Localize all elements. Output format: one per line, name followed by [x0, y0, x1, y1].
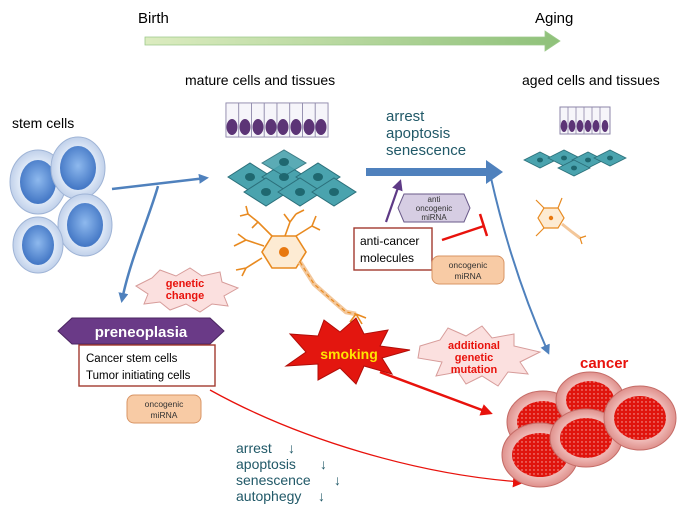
anti-oncogenic-arrow [384, 179, 403, 223]
squamous-tissue [227, 149, 357, 207]
top-process-senescence: senescence [386, 142, 466, 159]
aged-to-cancer-arrow [490, 177, 550, 355]
smoking-burst: smoking [284, 317, 411, 385]
bottom-process-apoptosis: apoptosis [236, 456, 296, 472]
timeline-end-label: Aging [535, 10, 573, 27]
arrow-down-icon: ↓ [334, 472, 341, 488]
svg-text:oncogenic: oncogenic [416, 204, 452, 213]
svg-text:miRNA: miRNA [421, 213, 447, 222]
top-process-list: arrest apoptosis senescence [386, 108, 466, 159]
svg-text:miRNA: miRNA [455, 271, 482, 281]
preneoplasia-label: preneoplasia [57, 317, 225, 345]
cancer-stem-cells-box: Cancer stem cells Tumor initiating cells [78, 344, 216, 387]
genetic-change-burst: genetic change [135, 267, 240, 313]
arrow-down-icon: ↓ [288, 440, 295, 456]
svg-text:Tumor initiating cells: Tumor initiating cells [86, 370, 191, 382]
timeline: Birth Aging [138, 10, 573, 52]
svg-text:oncogenic: oncogenic [449, 260, 489, 270]
oncogenic-mirna-tag-right: oncogenic miRNA [431, 255, 505, 285]
svg-text:oncogenic: oncogenic [145, 399, 185, 409]
svg-text:change: change [166, 290, 205, 302]
preneoplasia-to-cancer-arrow [209, 389, 525, 488]
bottom-process-list: arrest ↓ apoptosis ↓ senescence ↓ autoph… [236, 440, 341, 504]
smoking-to-cancer-arrow [379, 370, 493, 416]
columnar-epithelium [225, 102, 329, 138]
cancer-heading: cancer [580, 355, 629, 372]
arrow-down-icon: ↓ [318, 488, 325, 504]
aged-columnar-epithelium [559, 106, 611, 135]
svg-text:genetic: genetic [455, 352, 494, 364]
cancer-cells-cluster [501, 371, 677, 488]
stem-cells-heading: stem cells [12, 115, 74, 131]
top-process-apoptosis: apoptosis [386, 125, 450, 142]
svg-text:mutation: mutation [451, 364, 498, 376]
aged-squamous-tissue [523, 149, 627, 177]
svg-text:preneoplasia: preneoplasia [95, 324, 188, 341]
aged-cells-heading: aged cells and tissues [522, 72, 660, 88]
stem-to-mature-arrow [111, 173, 209, 191]
mature-cells-heading: mature cells and tissues [185, 72, 335, 88]
svg-text:molecules: molecules [360, 251, 414, 265]
mature-to-aged-arrow [366, 160, 503, 184]
svg-text:smoking: smoking [320, 346, 378, 362]
svg-text:additional: additional [448, 340, 500, 352]
arrow-down-icon: ↓ [320, 456, 327, 472]
oncogenic-inhibition [441, 213, 489, 242]
anti-oncogenic-mirna-tag: anti oncogenic miRNA [397, 193, 471, 223]
svg-text:genetic: genetic [166, 278, 205, 290]
timeline-start-label: Birth [138, 10, 169, 27]
svg-text:miRNA: miRNA [151, 410, 178, 420]
stem-to-preneoplasia-arrow [118, 185, 160, 303]
bottom-process-arrest: arrest [236, 440, 272, 456]
neuron-cell [233, 205, 367, 325]
anti-cancer-molecules-box: anti-cancer molecules [353, 227, 433, 271]
additional-mutation-burst: additional genetic mutation [417, 325, 542, 387]
top-process-arrest: arrest [386, 108, 425, 125]
svg-text:Cancer stem cells: Cancer stem cells [86, 353, 178, 365]
timeline-arrow [144, 30, 561, 52]
bottom-process-autophegy: autophegy [236, 488, 301, 504]
flow-arrows [111, 160, 550, 355]
aged-neuron-cell [535, 197, 587, 245]
bottom-process-senescence: senescence [236, 472, 311, 488]
svg-text:anti: anti [428, 195, 441, 204]
oncogenic-mirna-tag-left: oncogenic miRNA [126, 394, 202, 424]
svg-text:anti-cancer: anti-cancer [360, 234, 419, 248]
stem-cells-cluster [9, 136, 113, 274]
